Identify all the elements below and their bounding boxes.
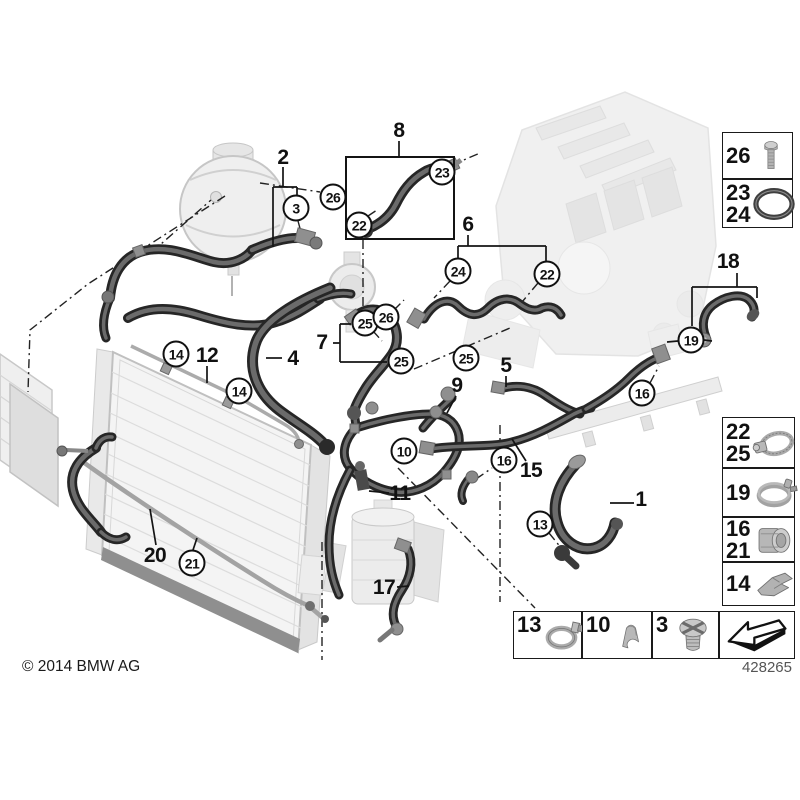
- spring-clamp-icon: [752, 474, 799, 512]
- legend-box-10[interactable]: 10: [582, 611, 652, 659]
- callout-1[interactable]: 1: [635, 488, 647, 511]
- o-ring-icon: [752, 184, 796, 224]
- bracket-11: [354, 469, 370, 491]
- callout-24[interactable]: 24: [444, 257, 472, 285]
- hose-15-highlight: [428, 406, 593, 451]
- legend-numbers: 26: [726, 142, 751, 168]
- callout-25[interactable]: 25: [387, 347, 415, 375]
- callout-8[interactable]: 8: [393, 119, 405, 142]
- hose-20-top-highlight: [94, 435, 114, 450]
- callout-16[interactable]: 16: [628, 379, 656, 407]
- expansion-tank: [179, 142, 287, 296]
- callout-6[interactable]: 6: [462, 213, 474, 236]
- callout-26[interactable]: 26: [319, 183, 347, 211]
- callout-11[interactable]: 11: [389, 482, 411, 505]
- clip-icon: [612, 615, 650, 655]
- legend-box-13[interactable]: 13: [513, 611, 585, 659]
- pipe-20: [77, 457, 325, 620]
- hose-17-highlight: [391, 547, 413, 628]
- callout-10[interactable]: 10: [390, 437, 418, 465]
- hose-4-highlight: [249, 285, 333, 447]
- diagram-number: 428265: [741, 659, 792, 676]
- condenser-ghost: [0, 353, 59, 508]
- hose-6-highlight: [422, 297, 563, 321]
- callout-16[interactable]: 16: [490, 446, 518, 474]
- hose-clamp-icon: [543, 615, 587, 655]
- legend-box-14[interactable]: 14: [722, 562, 795, 606]
- hose-2-highlight: [249, 235, 300, 253]
- legend-numbers: 19: [726, 479, 751, 505]
- hose-18: [698, 291, 759, 342]
- construction-lines: [27, 152, 660, 660]
- legend-box-26[interactable]: 26: [722, 132, 793, 179]
- copyright-text: © 2014 BMW AG: [22, 658, 141, 675]
- hose-16-highlight: [584, 355, 662, 411]
- hose-1-highlight: [552, 461, 618, 552]
- callout-14[interactable]: 14: [225, 377, 253, 405]
- callout-13[interactable]: 13: [526, 510, 554, 538]
- screw-plug-icon: [670, 615, 715, 655]
- callout-2[interactable]: 2: [277, 146, 289, 169]
- hose-20-end-highlight: [99, 530, 128, 542]
- hoses: [67, 162, 759, 631]
- legend-box-19[interactable]: 19: [722, 468, 799, 517]
- legend-numbers: 13: [517, 612, 542, 637]
- callout-5[interactable]: 5: [500, 354, 512, 377]
- callout-22[interactable]: 22: [533, 260, 561, 288]
- radiator-bottom-tank: [101, 547, 300, 653]
- hose-link-highlight: [316, 291, 353, 301]
- callout-15[interactable]: 15: [519, 459, 543, 482]
- direction-arrow-icon: [723, 614, 793, 656]
- hose-20-elbow-highlight: [69, 445, 104, 535]
- hose-18-highlight: [701, 294, 756, 339]
- hose-5-highlight: [498, 384, 582, 416]
- hose-to-canister-highlight: [327, 468, 352, 597]
- leader-lines: [149, 141, 758, 588]
- callout-18[interactable]: 18: [716, 250, 740, 273]
- callout-26[interactable]: 26: [372, 303, 400, 331]
- callout-19[interactable]: 19: [677, 326, 705, 354]
- callout-9[interactable]: 9: [451, 374, 463, 397]
- callout-23[interactable]: 23: [428, 158, 456, 186]
- callout-7[interactable]: 7: [316, 331, 328, 354]
- legend-box-3[interactable]: 3: [652, 611, 719, 659]
- hose-upper-left-highlight: [107, 246, 255, 301]
- callout-14[interactable]: 14: [162, 340, 190, 368]
- callout-4[interactable]: 4: [287, 347, 299, 370]
- frame-bar-ghost: [544, 376, 723, 448]
- callout-12[interactable]: 12: [195, 344, 219, 367]
- legend-numbers: 10: [586, 612, 611, 637]
- callout-21[interactable]: 21: [178, 549, 206, 577]
- callout-17[interactable]: 17: [372, 576, 396, 599]
- callout-22[interactable]: 22: [345, 211, 373, 239]
- callout-3[interactable]: 3: [282, 194, 310, 222]
- hose-upper-left-lower-highlight: [125, 296, 323, 328]
- worm-clamp-icon: [752, 424, 798, 462]
- coupling-icon: [752, 520, 796, 560]
- radiator: [85, 348, 331, 654]
- pipes: [77, 344, 329, 623]
- legend-numbers: 14: [726, 571, 751, 597]
- callout-20[interactable]: 20: [143, 544, 167, 567]
- legend-box-arrow[interactable]: [719, 611, 795, 659]
- legend-numbers: 3: [656, 612, 669, 637]
- callout-25[interactable]: 25: [452, 344, 480, 372]
- bolt-icon: [752, 137, 789, 175]
- bracket-clip-icon: [752, 565, 798, 603]
- engine-ghost: [461, 91, 717, 369]
